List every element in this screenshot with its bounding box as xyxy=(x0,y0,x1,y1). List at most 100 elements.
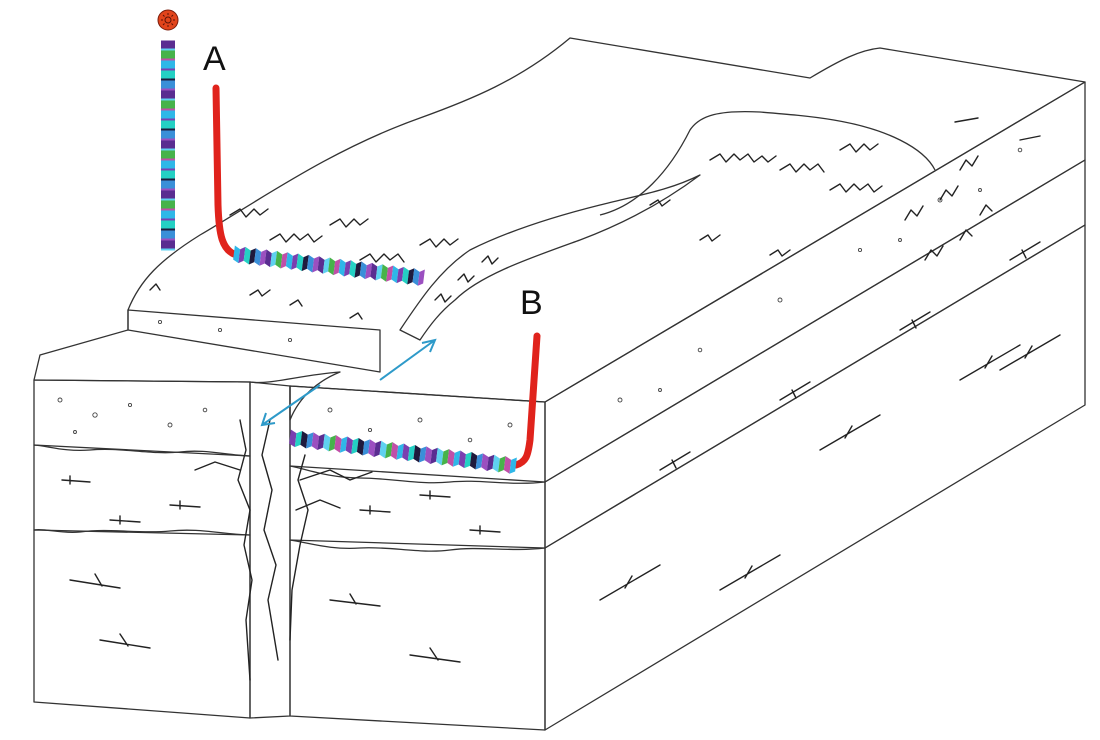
vertical-log-band xyxy=(161,168,175,171)
well-b-log-band xyxy=(385,442,393,459)
vertical-log-band xyxy=(161,188,175,191)
vertical-log-band xyxy=(161,98,175,101)
vertical-log-band xyxy=(161,108,175,111)
well-a-log-band xyxy=(328,257,336,276)
vertical-log-band xyxy=(161,210,175,219)
well-a-log-band xyxy=(301,254,309,272)
well-b-log-band xyxy=(323,433,331,452)
vertical-log-band xyxy=(161,40,175,49)
fault-trace-3 xyxy=(289,454,309,641)
well-a-label: A xyxy=(203,40,226,78)
fault-trace-2 xyxy=(261,419,279,661)
vertical-log-band xyxy=(161,148,175,151)
well-a-log-band xyxy=(238,246,246,264)
well-a-log-band xyxy=(402,266,410,285)
vertical-log-band xyxy=(161,80,175,89)
vertical-log-band xyxy=(161,228,175,231)
vertical-log-band xyxy=(161,110,175,119)
well-a-log-band xyxy=(407,268,415,285)
well-b-log-band xyxy=(289,429,297,448)
well-a-log-band xyxy=(359,261,367,280)
vertical-log-band xyxy=(161,130,175,139)
vertical-log-band xyxy=(161,128,175,131)
vertical-log-band xyxy=(161,78,175,81)
well-b-log-band xyxy=(294,430,303,448)
vertical-log-band xyxy=(161,160,175,169)
limestone-layer xyxy=(33,159,1086,552)
well-b-log-band xyxy=(317,433,325,450)
well-b-log-band xyxy=(498,456,506,473)
well-b-log-band xyxy=(368,439,376,457)
well-a-log xyxy=(233,245,425,286)
well-b-log xyxy=(289,429,517,474)
well-a-log-band xyxy=(365,262,373,280)
well-a-log-band xyxy=(338,258,346,277)
vertical-log xyxy=(157,9,179,251)
well-b-log-band xyxy=(475,453,483,470)
vertical-log-band xyxy=(161,198,175,201)
vertical-log-band xyxy=(161,190,175,199)
well-b: B xyxy=(289,284,543,474)
well-a-log-band xyxy=(349,260,357,278)
well-b-log-band xyxy=(402,443,410,462)
sand-front-left xyxy=(33,379,251,457)
well-b-log-band xyxy=(419,446,427,463)
vertical-log-band xyxy=(161,50,175,59)
well-a-log-band xyxy=(370,262,378,281)
well-b-log-band xyxy=(339,436,348,453)
basement-marks xyxy=(69,334,1061,663)
well-b-log-band xyxy=(362,439,370,456)
well-a-log-band xyxy=(333,258,341,276)
fault-zone xyxy=(194,381,373,719)
fault-trace-1 xyxy=(237,419,253,681)
fault-arrows xyxy=(260,338,437,427)
well-b-log-band xyxy=(447,449,455,467)
well-a-log-band xyxy=(312,256,320,273)
well-b-log-band xyxy=(300,430,308,449)
vertical-log-band xyxy=(161,220,175,229)
well-a-log-band xyxy=(285,252,293,270)
vertical-log-band xyxy=(161,158,175,161)
well-a-log-band xyxy=(375,264,383,281)
fault-plane xyxy=(249,381,291,719)
well-b-log-band xyxy=(458,450,467,469)
sun-icon-rays xyxy=(161,13,175,27)
well-a-log-band xyxy=(354,261,362,278)
vertical-log-band xyxy=(161,200,175,209)
ridge-zigzags xyxy=(434,155,993,303)
well-a-log-band xyxy=(412,268,420,286)
surface-fold-line xyxy=(599,110,936,216)
vertical-log-band xyxy=(161,230,175,239)
well-b-log-band xyxy=(334,435,342,453)
limestone-marks xyxy=(61,241,1041,535)
well-a-log-band xyxy=(343,260,351,277)
well-b-log-band xyxy=(390,442,399,460)
sand-layer xyxy=(33,81,1086,484)
well-b-log-band xyxy=(503,456,512,474)
vertical-log-band xyxy=(161,140,175,149)
well-b-log-band xyxy=(328,435,337,452)
well-a-log-band xyxy=(391,265,399,284)
surface-zigzags xyxy=(149,117,1041,320)
well-b-log-band xyxy=(306,432,314,449)
vertical-log-band xyxy=(161,180,175,189)
well-a-log-band xyxy=(380,264,388,282)
vertical-log-band xyxy=(161,100,175,109)
vertical-log-band xyxy=(161,90,175,99)
well-a-log-band xyxy=(396,266,404,284)
fracture-branch-3 xyxy=(194,461,241,471)
well-a-log-band xyxy=(254,248,262,266)
well-b-log-band xyxy=(396,443,404,460)
vertical-log-band xyxy=(161,150,175,159)
basement-layer xyxy=(33,224,1086,731)
well-a-log-band xyxy=(248,248,256,265)
well-a-log-band xyxy=(259,249,267,266)
vertical-log-band xyxy=(161,208,175,211)
well-b-log-band xyxy=(509,457,517,474)
well-b-log-band xyxy=(373,440,382,457)
well-b-log-band xyxy=(464,451,472,469)
well-a-log-band xyxy=(291,253,299,270)
basement-side xyxy=(544,224,1086,731)
well-a-log-band xyxy=(417,269,425,286)
well-b-log-band xyxy=(469,451,478,470)
